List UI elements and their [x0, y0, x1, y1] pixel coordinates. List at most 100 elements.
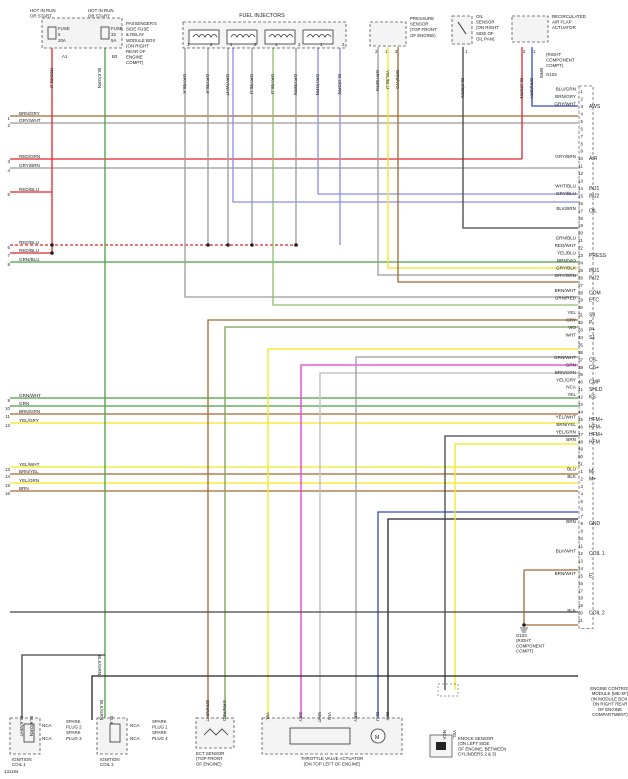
injector-pin: 2 [210, 42, 213, 47]
ground-symbol [520, 627, 528, 633]
ecm-pin-function: S1 [589, 335, 595, 341]
knock-caption: CYLINDERS 2 & 3) [458, 752, 497, 757]
ecm-pin-number: 37 [578, 357, 583, 362]
ect-caption: OF ENGINE) [196, 761, 222, 766]
ecm-pin-number: 41 [578, 387, 583, 392]
pressure-sensor-caption: SENSOR [410, 22, 429, 27]
ecm-wire-label: BLU/GRN [556, 87, 576, 92]
ecm-wire-label: RED/WHT [555, 243, 577, 248]
tva-caption: THROTTLE VALVE ACTUATOR [301, 756, 364, 761]
ecm-pin-number: 11 [578, 164, 583, 169]
ecm-pin-number: 17 [578, 208, 583, 213]
ecm-pin-number: 14 [578, 186, 583, 191]
fuse-name: FUSE [58, 26, 70, 31]
left-wire-label: YEL/GRN [19, 478, 39, 483]
pressure-pin: 3 [395, 49, 398, 54]
g103-caption: COMPT) [516, 649, 534, 654]
pressure-sensor-caption: OF ENGINE) [410, 33, 436, 38]
ecm-pin-number: 47 [578, 432, 583, 437]
ecm-pin-function: ETC [589, 298, 599, 304]
coil-core [109, 723, 121, 743]
oil-sensor-caption: (ON RIGHT [476, 25, 499, 30]
left-wire-label: BRN/GRY [19, 111, 40, 116]
hot-label: OR START [88, 14, 110, 19]
ecm-pin-function: INJ2 [589, 275, 600, 281]
ecm-wire-label: GRY [566, 318, 576, 323]
ecm-pin-number: 22 [578, 246, 583, 251]
ecm-pin-number: 12 [578, 551, 583, 556]
ecm-pin-function: PRESS [589, 253, 607, 259]
fuse-box-caption: SIDE FUSE [126, 27, 149, 32]
ect-wire [207, 319, 578, 720]
tva-wire [267, 348, 578, 720]
left-wire-number: 4 [8, 168, 11, 173]
left-wire-label: BRN/GRN [19, 409, 40, 414]
coil-nca-label: NCA [42, 723, 53, 728]
ecm-wire-label: BLK/WHT [556, 549, 577, 554]
ecm-pin-number: 36 [578, 350, 583, 355]
ecm-caption: ON RIGHT REAR [593, 702, 628, 707]
spark-plug-label: SPARK [66, 730, 81, 735]
right-comp-caption: COMPONENT [546, 58, 575, 63]
ecm-pin-number: 19 [578, 603, 583, 608]
pressure-sensor-box [369, 21, 407, 47]
ecm-pin-number: 26 [578, 275, 583, 280]
knock-wire [454, 443, 578, 690]
ecm-pin-number: 15 [578, 193, 583, 198]
fuse-number: 32 [111, 32, 116, 37]
tva-wire [300, 364, 578, 720]
ground-splice [522, 623, 526, 627]
oil-wire [462, 47, 578, 229]
left-wire-label: YEL/GRY [19, 418, 39, 423]
left-wire-label: RED/BLU [19, 187, 39, 192]
left-wire-label: RED/BLU [19, 248, 39, 253]
injector-pin: 1 [320, 42, 323, 47]
fuse-box-caption: MODULE BOX [126, 38, 155, 43]
ecm-pin-number: 33 [578, 328, 583, 333]
knock-wire-label: YEL [452, 730, 457, 739]
ecm-pin-number: 3 [581, 104, 584, 109]
ecm-wire-label: BRN/WHT [555, 571, 577, 576]
ecm-pin-number: 34 [578, 335, 583, 340]
ecm-pin-number: 7 [581, 514, 584, 519]
recirc-caption: ACTUATOR [552, 25, 576, 30]
coil-title: IGNITION [100, 757, 120, 762]
ecm-pin-function: INJ1 [589, 186, 600, 192]
coil-winding [230, 34, 256, 38]
ecm-wire-label: BRN [566, 519, 576, 524]
left-wire-number: 16 [5, 491, 10, 496]
fuse-box-caption: REAR OF [126, 49, 146, 54]
left-wire-number: 12 [5, 423, 10, 428]
recirc-caption: AIR FLAP [552, 20, 572, 25]
ecm-wire-label: GRN/BLU [556, 236, 576, 241]
ect-wire-label: GRN/RED [222, 700, 227, 722]
switch-symbol [457, 21, 467, 35]
coil-nca-label: NCA [130, 736, 141, 741]
left-wire-number: 6 [8, 245, 11, 250]
injector-pin: 2 [254, 42, 257, 47]
left-wire-number: 3 [8, 159, 11, 164]
ecm-pin-number: 29 [578, 298, 583, 303]
ecm-pin-function: P- [589, 320, 594, 326]
ecm-pin-function: INJ2 [589, 193, 600, 199]
ecm-wire-label: BRN/VIO [557, 258, 576, 263]
left-wire-label: BRN/YEL [19, 469, 39, 474]
g103-label: G103 [546, 72, 557, 77]
ect-caption: ECT SENSOR [196, 751, 224, 756]
spark-plug-label: PLUG 4 [152, 736, 168, 741]
ecm-pin-number: 19 [578, 223, 583, 228]
ecm-pin-function: CS- [589, 357, 598, 363]
ecm-pin-number: 15 [578, 573, 583, 578]
fuse-pin: B3 [112, 54, 118, 59]
ecm-wire-label: BLK [567, 608, 577, 613]
left-wire-label: GRN [19, 401, 29, 406]
ecm-pin-function: INJ1 [589, 268, 600, 274]
ecm-pin-number: 21 [578, 238, 583, 243]
injector-wire [272, 47, 578, 306]
ecm-caption: COMPARTMENT) [592, 712, 628, 717]
ecm-wire-label: BRN/YEL [556, 422, 576, 427]
ecm-pin-number: 9 [581, 529, 584, 534]
thermistor-symbol [203, 728, 229, 736]
knock-caption: KNOCK SENSOR [458, 736, 493, 741]
